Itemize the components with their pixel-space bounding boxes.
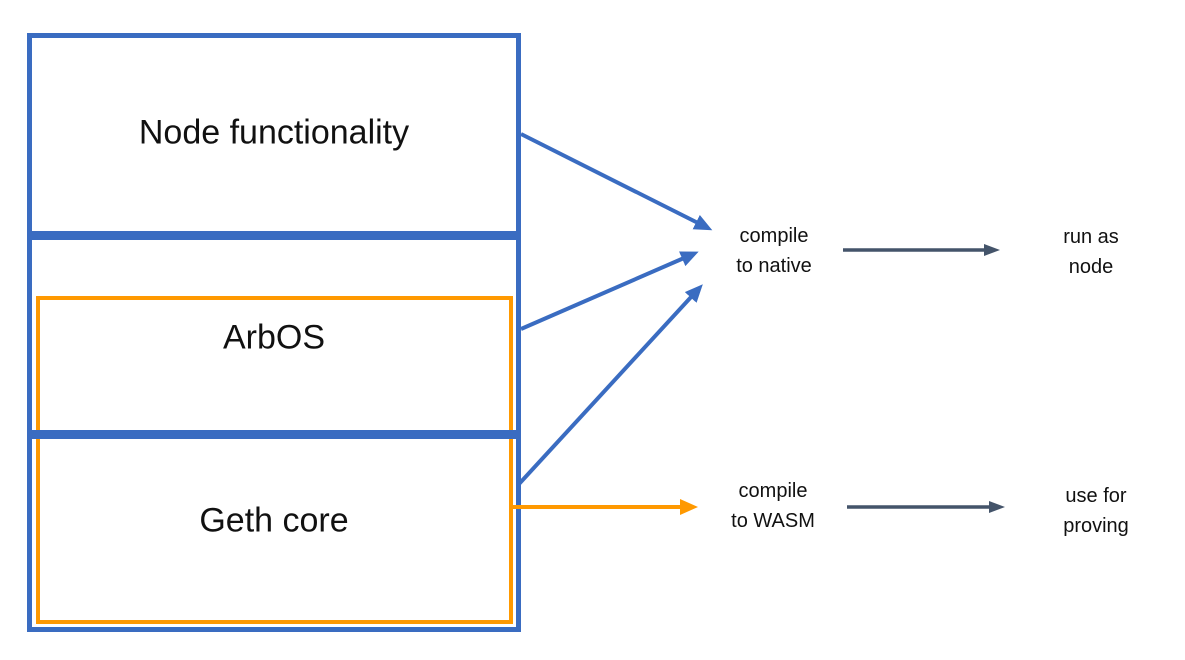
arrow-node-functionality-to-compile-native [520,132,713,231]
layer-label-node-functionality: Node functionality [138,113,410,152]
flow-label-use-for-proving: use for proving [1063,485,1129,537]
flow-label-run-as-node: run as node [1063,226,1119,278]
flow-label-compile-to-wasm: compile to WASM [731,480,815,532]
provable-subset-box [36,296,513,624]
layer-label-arbos: ArbOS [222,318,326,357]
divider-bar-top [27,231,521,240]
divider-bar-bottom [27,430,521,439]
flow-label-compile-to-native: compile to native [736,225,812,277]
node-stack-box [27,33,521,632]
layer-label-geth-core: Geth core [199,501,349,540]
arrow-geth-core-to-compile-native [517,284,703,486]
arrow-arbos-to-compile-native [520,251,699,331]
